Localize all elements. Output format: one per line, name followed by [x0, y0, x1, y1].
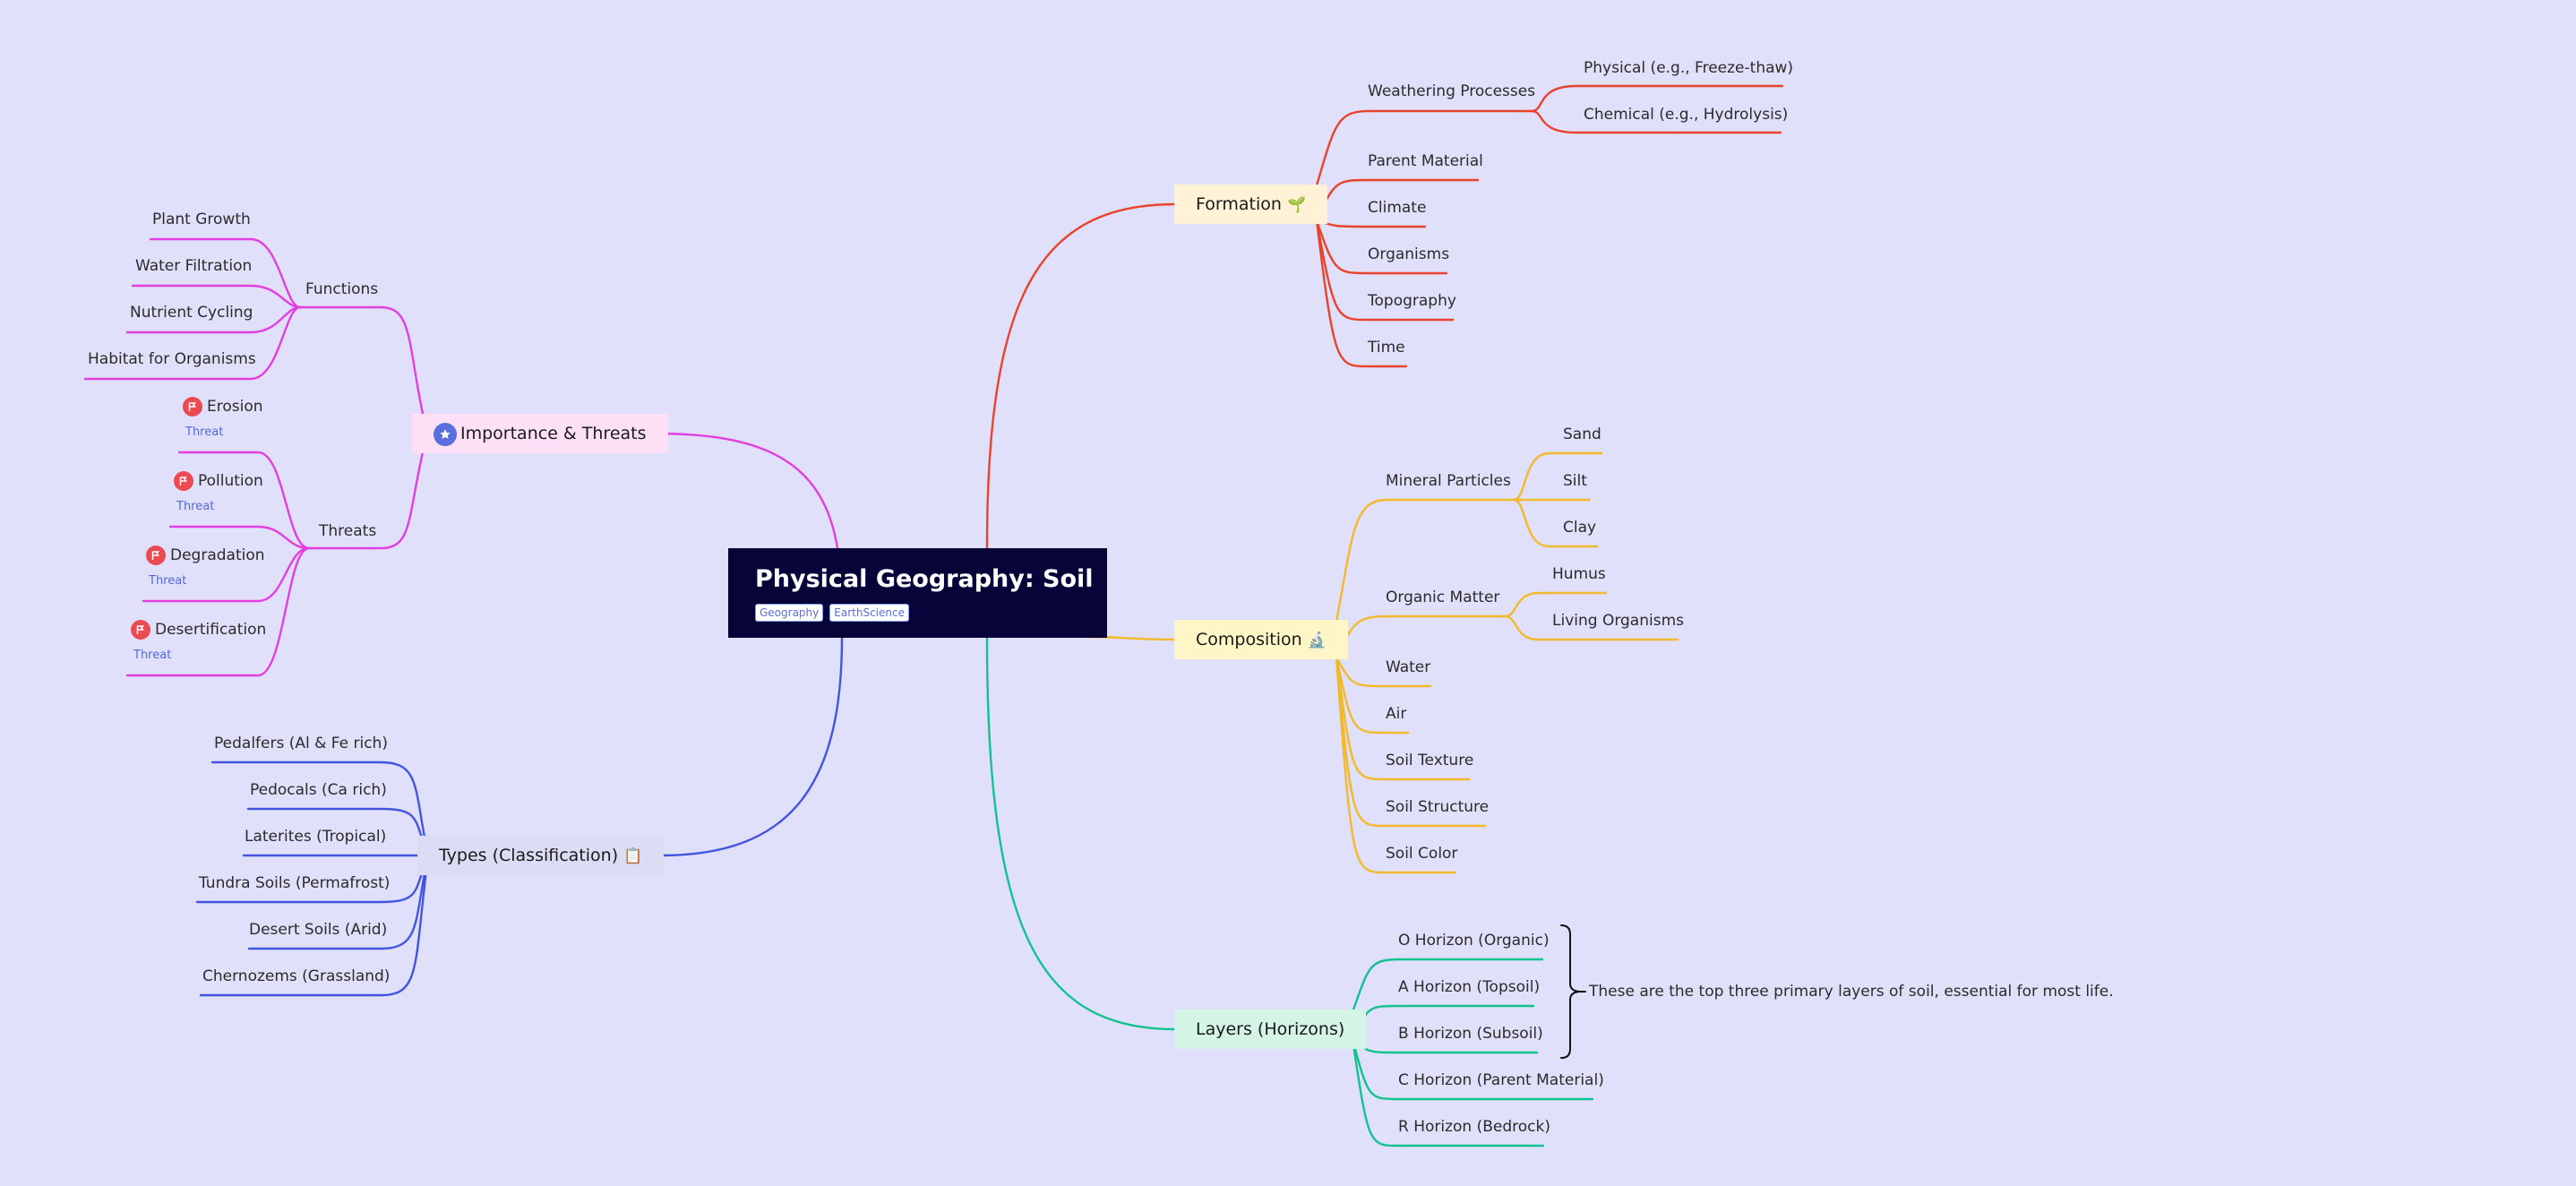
branch-importance[interactable]: Importance & Threats [412, 414, 668, 453]
node-o-horizon[interactable]: O Horizon (Organic) [1398, 932, 1550, 950]
node-sand[interactable]: Sand [1563, 425, 1601, 443]
node-erosion[interactable]: Erosion [207, 398, 263, 416]
node-pedalfers[interactable]: Pedalfers (Al & Fe rich) [214, 735, 388, 752]
node-air[interactable]: Air [1386, 705, 1407, 723]
threat-tag: Threat [176, 500, 215, 513]
node-organic-matter[interactable]: Organic Matter [1386, 589, 1500, 606]
node-degradation[interactable]: Degradation [170, 546, 265, 564]
root-node[interactable]: Physical Geography: Soil Geography Earth… [728, 548, 1107, 638]
node-weathering[interactable]: Weathering Processes [1368, 82, 1536, 100]
branch-composition-label: Composition [1196, 630, 1302, 649]
connector-root-layers [985, 636, 1177, 1031]
branch-types-label: Types (Classification) [439, 846, 619, 865]
node-pedocals[interactable]: Pedocals (Ca rich) [250, 781, 387, 799]
branch-layers[interactable]: Layers (Horizons) [1174, 1010, 1367, 1049]
branch-composition[interactable]: Composition 🔬 [1174, 620, 1348, 659]
node-tundra[interactable]: Tundra Soils (Permafrost) [199, 874, 391, 892]
node-silt[interactable]: Silt [1563, 472, 1587, 490]
node-desertification[interactable]: Desertification [155, 621, 267, 639]
node-nutrient-cycling[interactable]: Nutrient Cycling [130, 304, 253, 322]
node-pollution[interactable]: Pollution [198, 472, 263, 490]
star-badge-icon [434, 422, 457, 446]
clipboard-icon: 📋 [623, 847, 643, 865]
node-soil-color[interactable]: Soil Color [1386, 845, 1458, 863]
tag-earthscience[interactable]: EarthScience [829, 604, 909, 622]
node-humus[interactable]: Humus [1552, 565, 1606, 583]
node-climate[interactable]: Climate [1368, 199, 1427, 217]
node-parent-material[interactable]: Parent Material [1368, 152, 1483, 170]
node-chernozems[interactable]: Chernozems (Grassland) [202, 967, 391, 985]
node-weathering-chemical[interactable]: Chemical (e.g., Hydrolysis) [1584, 106, 1789, 124]
flag-icon [174, 471, 193, 491]
branch-types[interactable]: Types (Classification) 📋 [417, 836, 665, 875]
node-laterites[interactable]: Laterites (Tropical) [245, 828, 387, 846]
flag-icon [146, 546, 166, 565]
branch-importance-label: Importance & Threats [460, 424, 647, 443]
node-topography[interactable]: Topography [1368, 292, 1456, 310]
connector-root-formation [985, 202, 1177, 550]
node-functions[interactable]: Functions [305, 280, 379, 298]
node-living-organisms[interactable]: Living Organisms [1552, 612, 1684, 630]
connector-root-types [659, 636, 844, 857]
node-weathering-physical[interactable]: Physical (e.g., Freeze-thaw) [1584, 59, 1794, 77]
root-tags: Geography EarthScience [755, 604, 1080, 622]
summary-note[interactable]: These are the top three primary layers o… [1589, 983, 2114, 1001]
branch-formation[interactable]: Formation 🌱 [1174, 185, 1328, 224]
threat-tag: Threat [185, 425, 224, 439]
root-title: Physical Geography: Soil [755, 565, 1094, 593]
node-a-horizon[interactable]: A Horizon (Topsoil) [1398, 978, 1541, 996]
node-c-horizon[interactable]: C Horizon (Parent Material) [1398, 1071, 1604, 1089]
tag-geography[interactable]: Geography [755, 604, 824, 622]
threat-tag: Threat [149, 574, 187, 588]
node-soil-structure[interactable]: Soil Structure [1386, 798, 1490, 816]
node-b-horizon[interactable]: B Horizon (Subsoil) [1398, 1025, 1543, 1043]
node-water[interactable]: Water [1386, 658, 1431, 676]
node-habitat[interactable]: Habitat for Organisms [88, 350, 256, 368]
branch-layers-label: Layers (Horizons) [1196, 1019, 1345, 1039]
node-mineral-particles[interactable]: Mineral Particles [1386, 472, 1511, 490]
branch-formation-label: Formation [1196, 194, 1282, 214]
connector-root-importance [659, 432, 839, 550]
node-organisms[interactable]: Organisms [1368, 245, 1450, 263]
microscope-icon: 🔬 [1307, 632, 1327, 649]
node-water-filtration[interactable]: Water Filtration [135, 257, 253, 275]
flag-icon [131, 620, 150, 640]
flag-icon [183, 397, 202, 417]
summary-bracket [1560, 924, 1580, 1059]
node-time[interactable]: Time [1368, 339, 1405, 357]
node-desert[interactable]: Desert Soils (Arid) [249, 921, 388, 939]
node-threats[interactable]: Threats [319, 522, 377, 540]
node-soil-texture[interactable]: Soil Texture [1386, 752, 1474, 769]
node-r-horizon[interactable]: R Horizon (Bedrock) [1398, 1118, 1550, 1136]
threat-tag: Threat [133, 649, 172, 662]
seedling-icon: 🌱 [1286, 196, 1307, 214]
node-clay[interactable]: Clay [1563, 519, 1597, 537]
node-plant-growth[interactable]: Plant Growth [152, 211, 251, 228]
